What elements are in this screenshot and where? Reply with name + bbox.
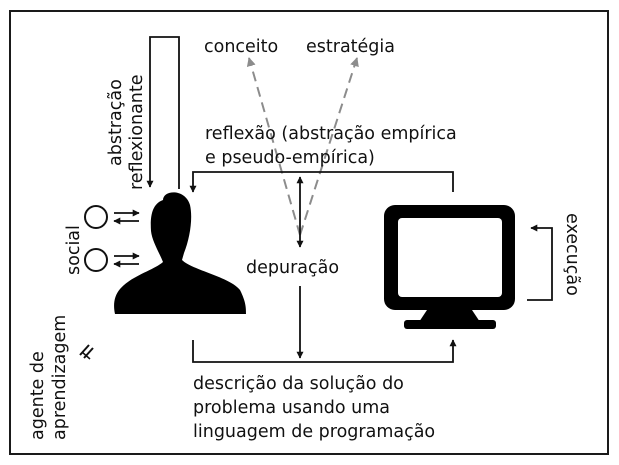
social-agent-icon-2 (84, 248, 108, 272)
label-conceito: conceito (204, 37, 278, 57)
label-descricao-3: linguagem de programação (193, 422, 435, 442)
abstraction-arrow (146, 36, 180, 189)
label-reflexao-1: reflexão (abstração empírica (205, 124, 457, 144)
execution-arrow (527, 224, 553, 301)
dashed-arrow-concept (246, 57, 301, 236)
label-estrategia: estratégia (306, 37, 395, 57)
label-depuracao: depuração (246, 258, 339, 278)
label-social: social (64, 225, 84, 275)
label-agente-1: agente de (28, 351, 48, 440)
label-execucao: execução (562, 213, 582, 296)
label-descricao-1: descrição da solução do (193, 374, 404, 394)
label-abstracao: abstração (106, 79, 126, 166)
computer-monitor-icon (384, 205, 515, 329)
label-reflexionante: reflexionante (127, 74, 147, 190)
description-arrow (192, 339, 457, 363)
social-agent-icon-1 (84, 205, 108, 229)
label-agente-2: aprendizagem (50, 315, 70, 440)
lightning-icon (79, 344, 94, 360)
label-descricao-2: problema usando uma (193, 398, 390, 418)
label-reflexao-2: e pseudo-empírica) (205, 148, 375, 168)
reflection-arrow (189, 171, 454, 193)
person-silhouette-icon (114, 192, 246, 314)
